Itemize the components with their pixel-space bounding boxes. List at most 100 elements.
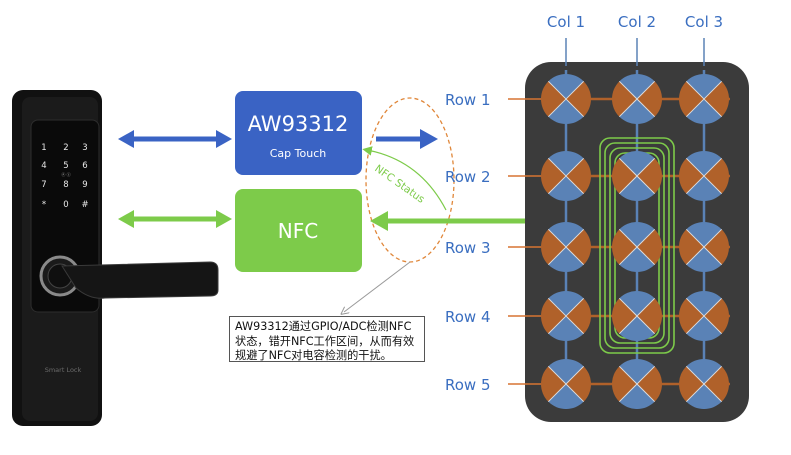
electrode-sector: [619, 221, 655, 247]
electrode-sector: [619, 73, 655, 99]
electrode-sector: [686, 74, 722, 99]
keypad-key: 3: [82, 143, 87, 153]
keypad-key: *: [42, 200, 46, 210]
keypad-key: 1: [41, 143, 46, 153]
electrode-sector: [637, 158, 662, 194]
note-pointer-line: [344, 261, 411, 312]
keypad-key: 4: [41, 161, 46, 171]
touch-electrode: [678, 358, 729, 409]
antenna-loop: [604, 142, 670, 349]
lock-to-cap-touch-arrow: [118, 130, 232, 148]
electrode-sector: [548, 247, 584, 273]
electrode-sector: [686, 151, 722, 176]
electrode-sector: [541, 81, 566, 117]
column-label: Col 2: [618, 13, 656, 31]
keypad-key: #: [81, 200, 88, 210]
electrode-sector: [678, 366, 704, 402]
touch-electrode: [541, 73, 591, 125]
nfc-status-dashed-ellipse: [365, 97, 455, 263]
electrode-divider: [547, 157, 585, 195]
electrode-sector: [686, 316, 722, 341]
electrode-divider: [547, 297, 585, 335]
electrode-divider: [685, 157, 723, 195]
electrode-sector: [619, 290, 655, 316]
electrode-sector: [686, 290, 722, 316]
chip-title: AW93312: [248, 112, 349, 136]
electrode-divider: [618, 365, 656, 403]
keypad-key: 5: [63, 161, 68, 171]
electrode-divider: [685, 365, 723, 403]
electrode-sector: [548, 176, 584, 202]
row-label: Row 3: [445, 239, 491, 257]
electrode-divider: [685, 80, 723, 118]
electrode-divider: [618, 228, 656, 266]
electrode-sector: [686, 247, 722, 272]
electrode-sector: [619, 150, 655, 176]
touch-electrode: [612, 73, 662, 125]
electrode-sector: [548, 99, 584, 125]
antenna-loop: [599, 137, 675, 354]
nfc-box: NFC: [235, 189, 362, 272]
electrode-sector: [679, 229, 704, 265]
electrode-sector: [619, 384, 655, 409]
electrode-sector: [686, 358, 722, 384]
electrode-sector: [541, 366, 566, 402]
electrode-sector: [548, 73, 584, 99]
touch-electrode: [679, 151, 729, 201]
touch-electrode: [541, 150, 591, 202]
electrode-sector: [704, 229, 729, 265]
electrode-sector: [612, 81, 637, 117]
electrode-sector: [540, 298, 566, 334]
electrode-divider: [618, 157, 656, 195]
electrode-sector: [566, 229, 591, 265]
keypad-key: 2: [63, 143, 68, 153]
touch-electrode: [612, 290, 662, 341]
touch-electrode: [679, 221, 729, 272]
electrode-sector: [566, 81, 591, 117]
touch-electrode: [612, 221, 662, 273]
lock-to-nfc-arrow: [118, 210, 232, 228]
electrode-divider: [685, 297, 723, 335]
electrode-sector: [686, 221, 722, 247]
keypad-key-sublabel: ⓟ ⓢ: [61, 171, 70, 177]
touch-electrode: [612, 150, 662, 202]
electrode-sector: [619, 176, 655, 202]
electrode-sector: [619, 358, 655, 384]
electrode-sector: [612, 158, 637, 194]
electrode-divider: [547, 228, 585, 266]
electrode-sector: [619, 247, 655, 273]
electrode-sector: [541, 158, 566, 194]
touch-electrode: [679, 74, 729, 124]
electrode-sector: [566, 298, 591, 334]
electrode-sector: [704, 158, 729, 194]
electrode-sector: [548, 150, 584, 176]
electrode-sector: [679, 81, 704, 117]
chip-subtitle: Cap Touch: [270, 147, 327, 160]
electrode-sector: [619, 316, 655, 341]
row-label: Row 2: [445, 168, 491, 186]
electrode-sector: [612, 298, 637, 334]
electrode-sector: [686, 176, 722, 201]
nfc-label: NFC: [278, 219, 318, 243]
electrode-sector: [637, 81, 662, 117]
electrode-sector: [612, 229, 637, 265]
electrode-divider: [685, 228, 723, 266]
keypad-key: 8: [63, 180, 68, 190]
electrode-divider: [618, 297, 656, 335]
keypad-key: 7: [41, 180, 46, 190]
touch-electrode: [679, 290, 729, 341]
electrode-sector: [679, 298, 704, 334]
electrode-grid: [540, 73, 729, 409]
touch-electrode: [540, 290, 591, 341]
electrode-sector: [548, 384, 584, 409]
column-label: Col 3: [685, 13, 723, 31]
electrode-sector: [619, 99, 655, 125]
electrode-divider: [547, 80, 585, 118]
keypad-key: 9: [82, 180, 87, 190]
keypad-key: 0: [63, 200, 68, 210]
electrode-sector: [612, 366, 637, 402]
